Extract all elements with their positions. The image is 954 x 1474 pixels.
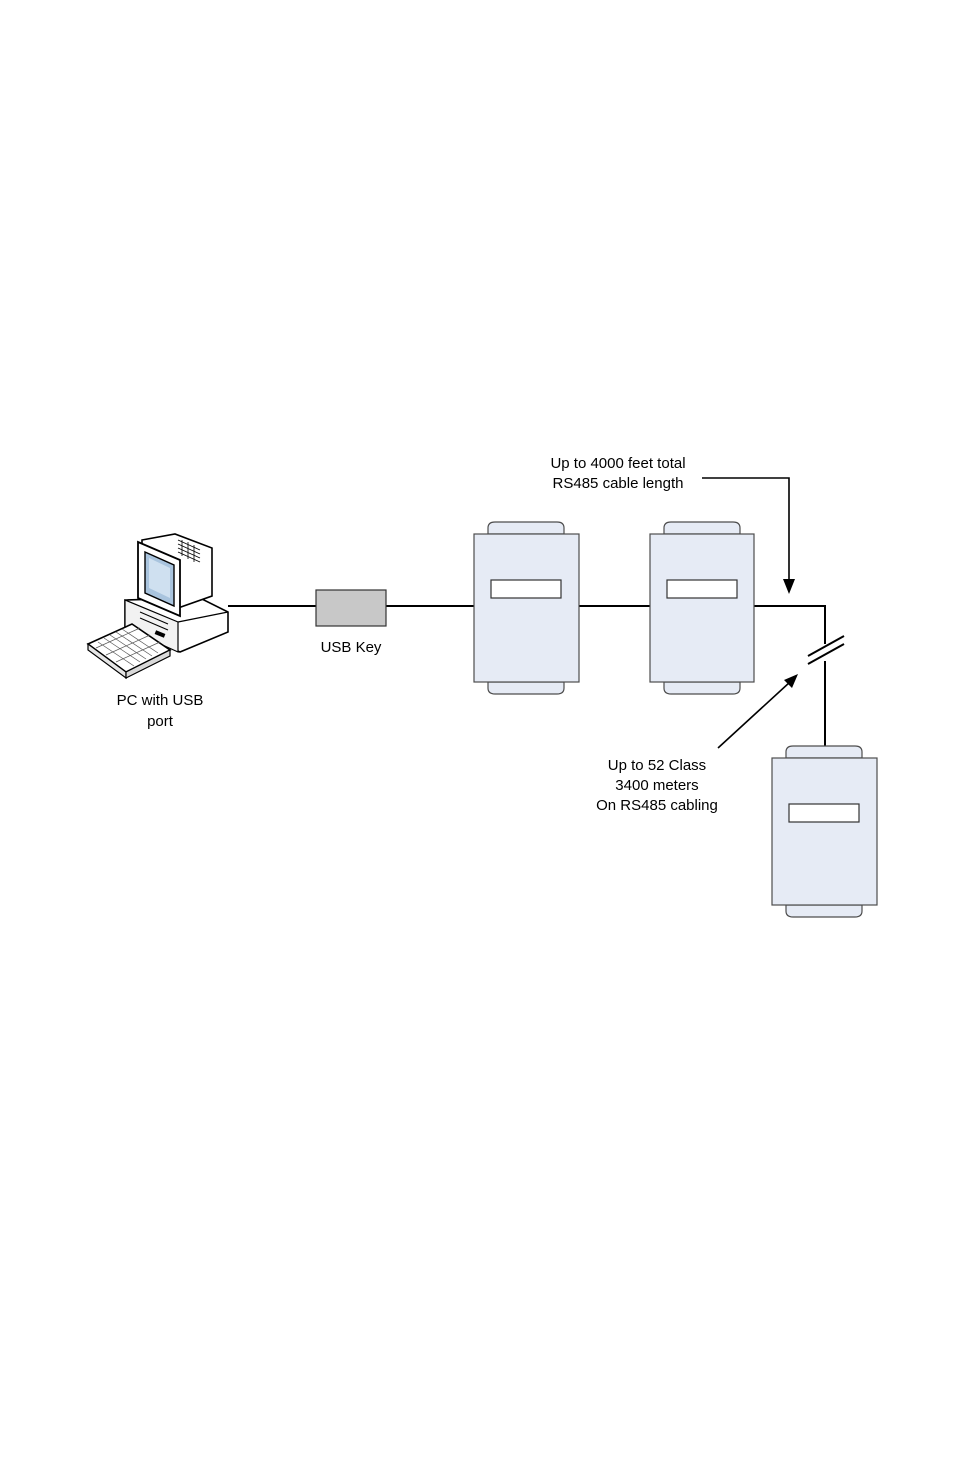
meter-display — [667, 580, 737, 598]
meter-3 — [772, 746, 877, 917]
cable-length-label-line2: RS485 cable length — [553, 475, 684, 492]
pc-label-line1: PC with USB — [117, 692, 204, 709]
meter-1 — [474, 522, 579, 694]
pc-label-line2: port — [147, 713, 174, 730]
cable-length-label-line1: Up to 4000 feet total — [550, 455, 685, 472]
desktop-computer-icon — [88, 534, 228, 678]
meter-display — [491, 580, 561, 598]
meters-label-line2: 3400 meters — [615, 777, 698, 794]
usb-key-label: USB Key — [321, 639, 382, 656]
meter-display — [789, 804, 859, 822]
meters-label-line1: Up to 52 Class — [608, 757, 706, 774]
meter-2 — [650, 522, 754, 694]
usb-key-box — [316, 590, 386, 626]
meters-label-line3: On RS485 cabling — [596, 797, 718, 814]
